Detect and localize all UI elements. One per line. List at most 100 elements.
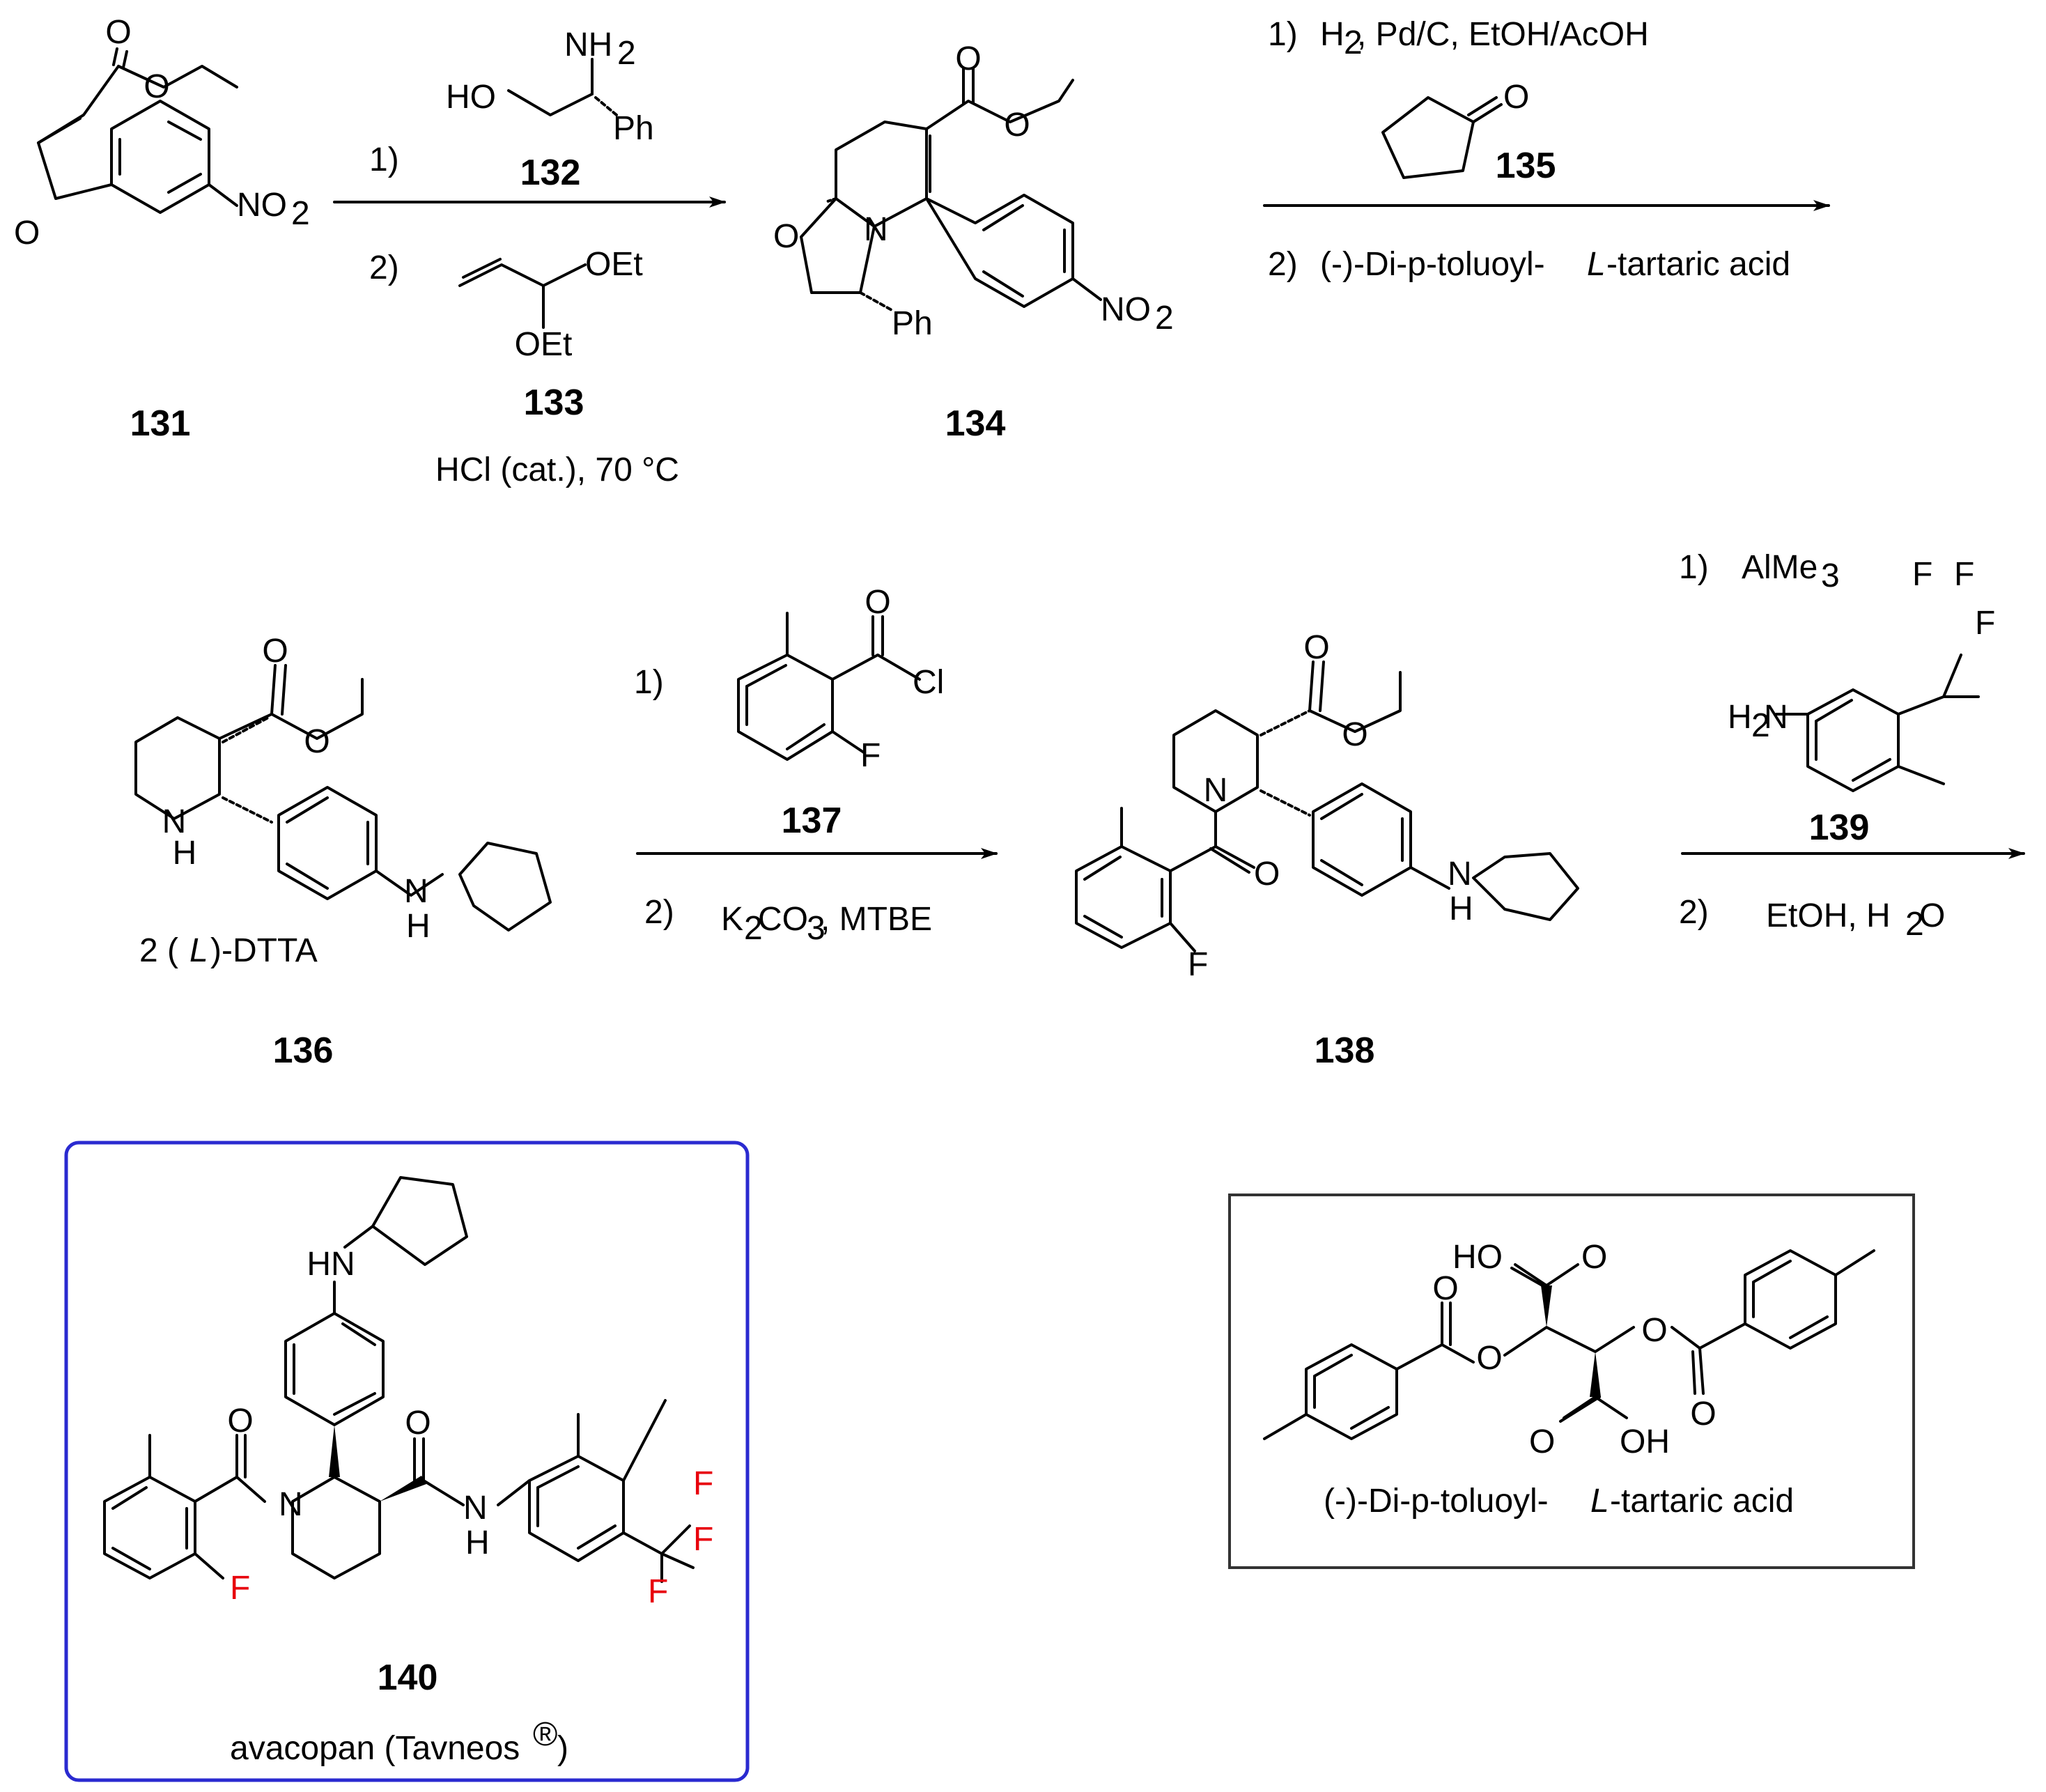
subscript-3: 3: [807, 910, 826, 947]
tartaric-acid-box: [1228, 1194, 1915, 1569]
atom-HO: HO: [1452, 1239, 1503, 1276]
atom-NO2: NO: [1101, 291, 1151, 328]
reagent-h2: H: [1320, 16, 1344, 53]
compound-134: O O O N Ph NO 2 134: [773, 40, 1174, 444]
atom-F: F: [1188, 946, 1208, 983]
atom-O: O: [262, 633, 288, 670]
atom-O: O: [1342, 716, 1367, 753]
atom-N: N: [279, 1486, 303, 1523]
atom-Ph: Ph: [892, 305, 933, 342]
atom-O: O: [773, 218, 799, 255]
atom-N: N: [404, 873, 428, 910]
atom-Ph: Ph: [613, 110, 654, 147]
dtta-name: L: [1590, 1483, 1609, 1520]
product-name: avacopan (Tavneos: [230, 1730, 520, 1767]
atom-O: O: [1641, 1312, 1667, 1349]
subscript-3: 3: [1821, 557, 1840, 594]
compound-label-139: 139: [1809, 808, 1870, 848]
atom-O: O: [865, 584, 890, 621]
reaction-step-1: 1) 2) HCl (cat.), 70 °C: [333, 141, 726, 488]
atom-OEt: OEt: [585, 246, 643, 283]
compound-137: O Cl F 137: [737, 584, 944, 841]
atom-H: H: [1449, 890, 1473, 927]
compound-135: O 135: [1381, 79, 1556, 186]
atom-F: F: [1975, 605, 1995, 642]
compound-138: O O N O N H F 138: [1075, 629, 1579, 1071]
atom-O: O: [1503, 79, 1529, 116]
atom-O: O: [14, 215, 40, 252]
reagent-solvent: EtOH, H: [1766, 897, 1891, 934]
step-number: 2): [1679, 894, 1709, 931]
compound-label-133: 133: [524, 383, 584, 423]
atom-N: N: [1764, 699, 1788, 736]
atom-H: H: [465, 1524, 490, 1561]
step-number: 1): [1679, 549, 1709, 586]
compound-label-131: 131: [130, 403, 191, 444]
compound-136: O O N H N H 2 ( L )-DTTA 136: [134, 633, 552, 1071]
atom-N: N: [463, 1490, 488, 1527]
atom-OH: OH: [1620, 1423, 1670, 1460]
atom-H: H: [406, 908, 431, 945]
atom-N: N: [864, 211, 888, 248]
atom-Cl: Cl: [913, 664, 944, 701]
atom-O: O: [1004, 107, 1030, 144]
reagent-k2co3: CO: [758, 901, 808, 938]
reagent-almem3: AlMe: [1742, 549, 1818, 586]
compound-label-138: 138: [1315, 1030, 1375, 1071]
atom-O: O: [1581, 1239, 1607, 1276]
atom-O: O: [405, 1405, 431, 1442]
atom-O: O: [227, 1403, 253, 1439]
subscript-2: 2: [1751, 707, 1770, 744]
atom-F: F: [1912, 556, 1932, 593]
reagent-conditions: , Pd/C, EtOH/AcOH: [1357, 16, 1649, 53]
reagent-name: (-)-Di-p-toluoyl-: [1320, 246, 1545, 283]
product-name: ): [557, 1730, 568, 1767]
atom-OEt: OEt: [515, 326, 573, 363]
dtta-name: -tartaric acid: [1610, 1483, 1794, 1520]
compound-131: O O O NO 2 131: [14, 14, 310, 444]
atom-O: O: [1529, 1423, 1555, 1460]
step-number: 1): [634, 664, 664, 701]
atom-F-highlight: F: [648, 1573, 668, 1610]
reagent-k2co3: K: [721, 901, 743, 938]
compound-label-132: 132: [520, 153, 581, 193]
salt-label: L: [189, 932, 208, 969]
compound-label-135: 135: [1496, 146, 1556, 186]
reagent-name: -tartaric acid: [1606, 246, 1790, 283]
atom-HO: HO: [446, 79, 496, 116]
atom-O: O: [1690, 1396, 1716, 1432]
atom-O: O: [1303, 629, 1329, 666]
atom-NO2: NO: [237, 187, 287, 224]
dtta-name: (-)-Di-p-toluoyl-: [1324, 1483, 1549, 1520]
atom-F-highlight: F: [230, 1570, 250, 1607]
compound-label-134: 134: [945, 403, 1006, 444]
reaction-step-2: 1) H 2 , Pd/C, EtOH/AcOH O 135 2) (-)-Di…: [1263, 16, 1830, 283]
compound-133: OEt OEt 133: [458, 246, 643, 423]
atom-O: O: [955, 40, 981, 77]
subscript-2: 2: [617, 35, 636, 72]
atom-O: O: [1254, 856, 1280, 893]
subscript-2: 2: [1905, 906, 1924, 943]
atom-O: O: [144, 68, 169, 105]
step-number: 2): [1268, 246, 1298, 283]
salt-label: )-DTTA: [210, 932, 318, 969]
step-number: 2): [369, 249, 399, 286]
step-number: 1): [369, 141, 399, 178]
atom-NH2: NH: [564, 26, 612, 63]
reagent-name: L: [1587, 246, 1606, 283]
reaction-step-4: 1) AlMe 3 F F F H 2 N 139 2) EtOH, H 2 O: [1679, 549, 2025, 943]
atom-O: O: [304, 723, 330, 760]
reagent-solvent: O: [1919, 897, 1945, 934]
atom-F: F: [860, 737, 881, 774]
step-number: 1): [1268, 16, 1298, 53]
atom-N: N: [1448, 856, 1472, 893]
atom-HN: HN: [307, 1246, 355, 1283]
atom-O: O: [1432, 1270, 1458, 1307]
reaction-conditions: HCl (cat.), 70 °C: [435, 451, 679, 488]
subscript-2: 2: [1344, 24, 1363, 61]
subscript-2: 2: [291, 195, 310, 232]
compound-140: HN N O O N H F F F F 140 avacopan (Tavne…: [103, 1176, 713, 1767]
atom-F: F: [1954, 556, 1974, 593]
compound-132: NH 2 HO Ph 132: [446, 26, 654, 193]
